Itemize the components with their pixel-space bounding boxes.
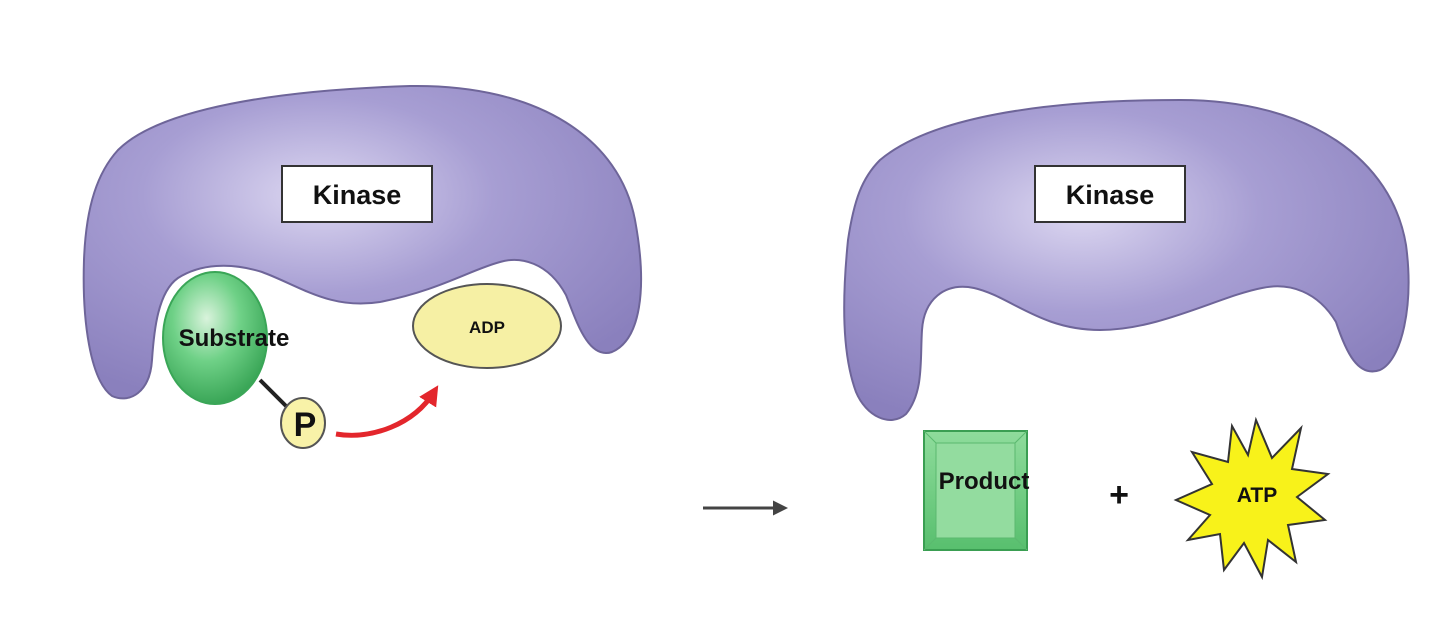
kinase-label-left: Kinase xyxy=(313,180,402,210)
right-panel: Kinase Product + ATP xyxy=(843,98,1410,581)
atp-starburst xyxy=(1173,416,1331,581)
substrate-label: Substrate xyxy=(179,325,290,352)
atp-label: ATP xyxy=(1237,484,1277,507)
left-panel: Kinase Substrate P ADP xyxy=(82,84,643,449)
adp-label: ADP xyxy=(469,318,505,337)
phosphate-transfer-arrow xyxy=(335,385,439,438)
adp-molecule xyxy=(412,283,562,369)
phosphate-group xyxy=(280,397,326,449)
kinase-label-right: Kinase xyxy=(1066,180,1155,210)
kinase-label-box-right xyxy=(1034,165,1186,223)
phosphate-bond xyxy=(258,378,292,412)
product-molecule xyxy=(923,430,1028,551)
substrate-molecule xyxy=(162,271,268,405)
plus-sign: + xyxy=(1109,476,1129,514)
phosphate-label: P xyxy=(294,406,317,444)
kinase-enzyme-left xyxy=(82,84,643,400)
kinase-label-box-left xyxy=(281,165,433,223)
kinase-enzyme-right xyxy=(843,98,1410,421)
product-label: Product xyxy=(939,468,1030,495)
